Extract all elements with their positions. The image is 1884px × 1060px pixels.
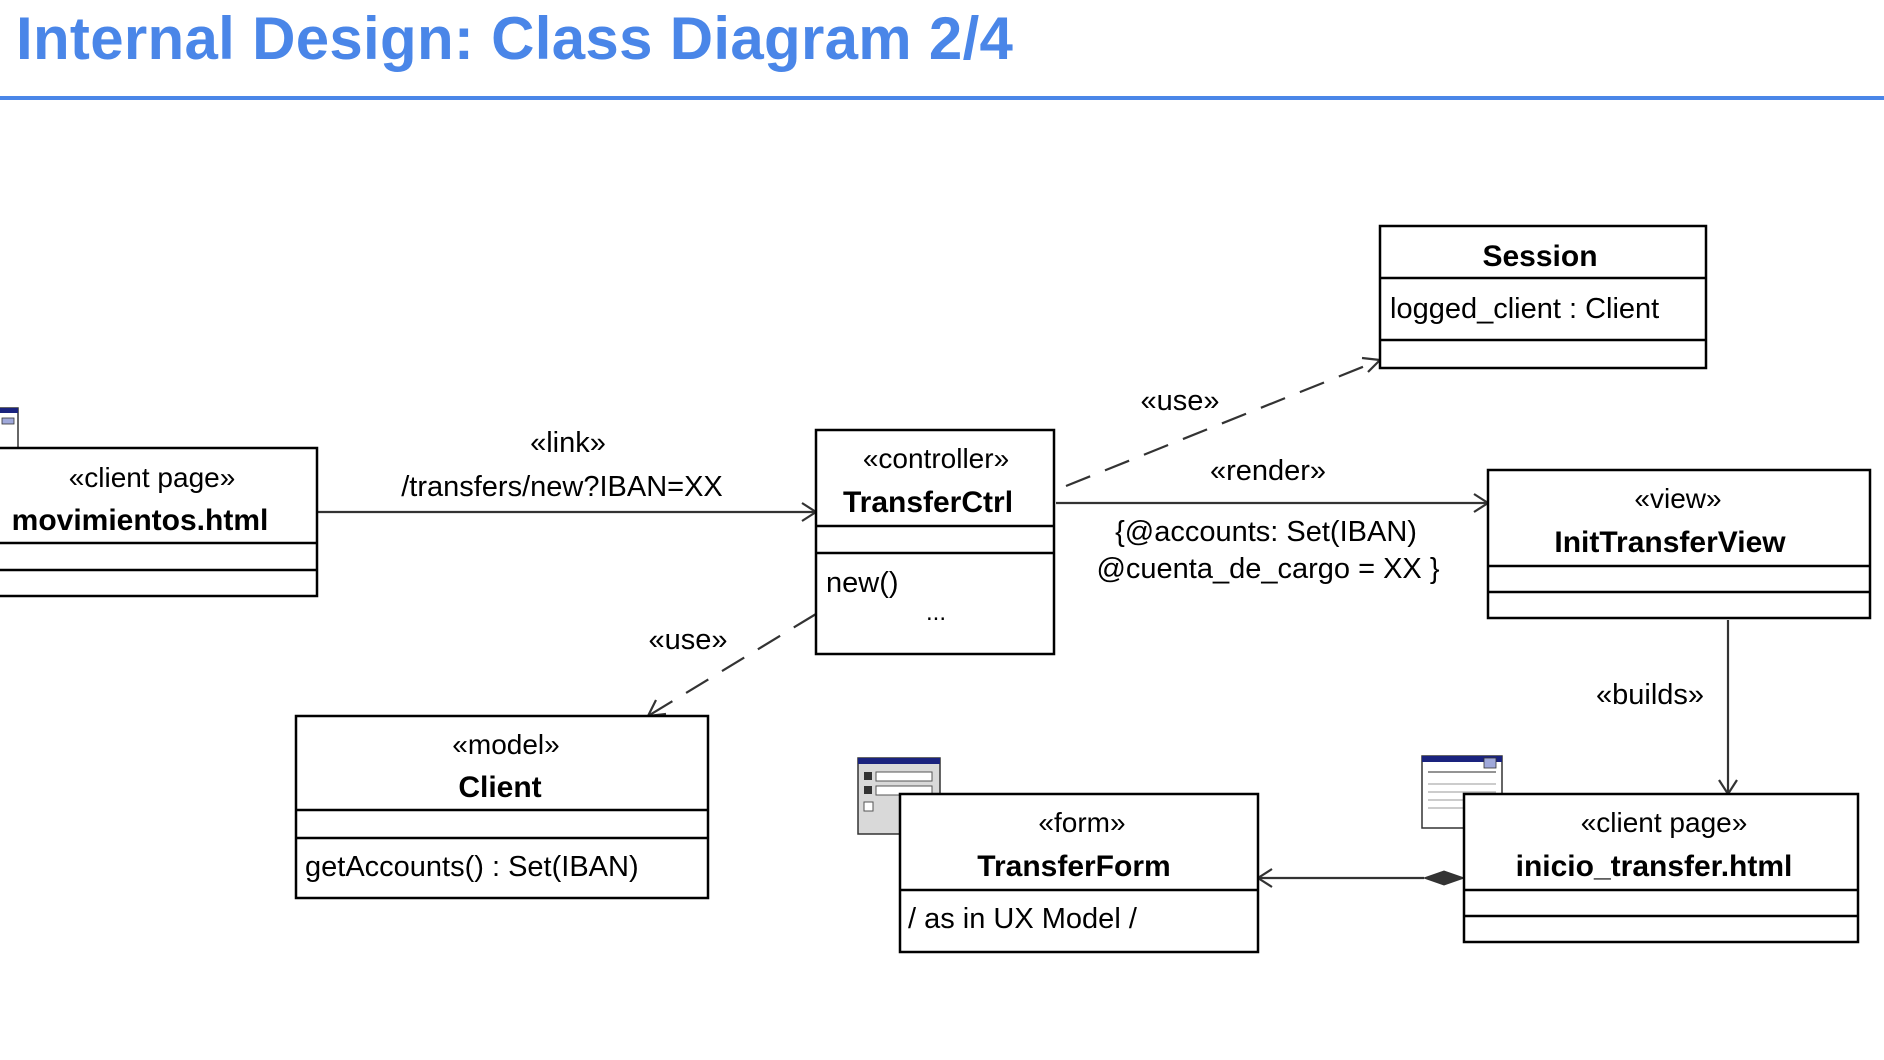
session-attribute: logged_client : Client bbox=[1390, 293, 1659, 325]
session-class-name: Session bbox=[1482, 240, 1597, 273]
title-underline bbox=[0, 96, 1884, 100]
builds-label: «builds» bbox=[1596, 679, 1704, 711]
render-params-line2: @cuenta_de_cargo = XX } bbox=[1096, 553, 1439, 585]
link-association bbox=[318, 502, 819, 522]
movimientos-stereotype: «client page» bbox=[69, 462, 236, 493]
transfer-ctrl-stereotype: «controller» bbox=[863, 443, 1009, 474]
builds-dependency bbox=[1718, 620, 1738, 797]
link-stereotype: «link» bbox=[530, 427, 606, 459]
class-client: «model» Client getAccounts() : Set(IBAN) bbox=[294, 714, 710, 900]
render-label: «render» bbox=[1210, 455, 1326, 487]
client-stereotype: «model» bbox=[452, 729, 559, 760]
inicio-transfer-stereotype: «client page» bbox=[1581, 807, 1748, 838]
web-page-icon bbox=[0, 407, 19, 449]
class-session: Session logged_client : Client bbox=[1378, 224, 1708, 370]
use-session-label: «use» bbox=[1140, 385, 1219, 417]
transfer-ctrl-operation-more: ... bbox=[926, 599, 946, 626]
class-transfer-form: «form» TransferForm / as in UX Model / bbox=[898, 792, 1260, 954]
composition-diamond bbox=[1422, 870, 1466, 886]
transfer-form-body: / as in UX Model / bbox=[908, 903, 1138, 935]
render-params-line1: {@accounts: Set(IBAN) bbox=[1115, 516, 1417, 548]
class-transfer-ctrl: «controller» TransferCtrl new() ... bbox=[814, 428, 1056, 656]
class-movimientos-html: «client page» movimientos.html bbox=[0, 446, 319, 598]
page-title: Internal Design: Class Diagram 2/4 bbox=[16, 5, 1014, 72]
client-operation: getAccounts() : Set(IBAN) bbox=[305, 851, 639, 883]
transfer-ctrl-operation-new: new() bbox=[826, 567, 899, 599]
movimientos-class-name: movimientos.html bbox=[12, 504, 269, 537]
link-url-label: /transfers/new?IBAN=XX bbox=[401, 471, 723, 503]
transfer-form-stereotype: «form» bbox=[1038, 807, 1125, 838]
class-init-transfer-view: «view» InitTransferView bbox=[1486, 468, 1872, 620]
class-inicio-transfer-html: «client page» inicio_transfer.html bbox=[1462, 792, 1860, 944]
composition-association bbox=[1255, 868, 1466, 888]
inicio-transfer-class-name: inicio_transfer.html bbox=[1516, 850, 1793, 883]
use-client-label: «use» bbox=[648, 624, 727, 656]
client-class-name: Client bbox=[458, 771, 541, 804]
init-transfer-view-class-name: InitTransferView bbox=[1554, 526, 1786, 559]
transfer-ctrl-class-name: TransferCtrl bbox=[843, 486, 1013, 519]
transfer-form-class-name: TransferForm bbox=[977, 850, 1170, 883]
init-transfer-view-stereotype: «view» bbox=[1634, 483, 1721, 514]
render-association bbox=[1056, 493, 1491, 513]
